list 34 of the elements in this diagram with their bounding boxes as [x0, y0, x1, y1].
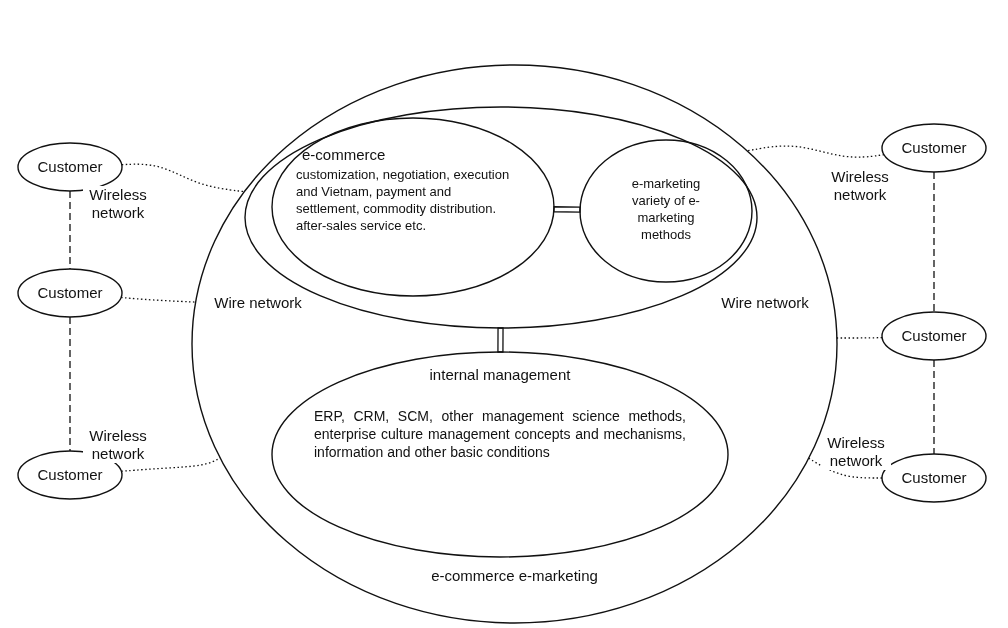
node-heading: internal management [429, 366, 571, 384]
connector-line [553, 206, 581, 213]
connector-line [120, 457, 221, 472]
connector-line [69, 316, 71, 452]
connector-line [808, 457, 883, 479]
ellipse-node [272, 118, 554, 296]
node-text: Customer [900, 469, 968, 487]
customer-ellipse [18, 269, 122, 317]
node-text: customization, negotiation, execution and Vietnam, payment and settlement, commodity distribution. after-sales service etc. [296, 166, 511, 234]
ellipse-node [272, 352, 728, 557]
customer-ellipse [882, 454, 986, 502]
node-text: Customer [36, 158, 104, 176]
edge-label: Wireless network [821, 434, 891, 470]
ellipse-region [245, 107, 757, 328]
node-text: Customer [900, 139, 968, 157]
node-text: e-marketing variety of e-marketing methods [630, 175, 702, 243]
connector-line [746, 145, 885, 158]
circle-node [580, 140, 752, 282]
customer-ellipse [882, 312, 986, 360]
connector-line [497, 327, 504, 353]
connector-line [933, 171, 935, 313]
node-text: e-commerce e-marketing [431, 567, 598, 585]
connector-line [933, 359, 935, 455]
connector-line [120, 296, 197, 303]
node-text: Customer [36, 284, 104, 302]
node-text: Customer [900, 327, 968, 345]
customer-ellipse [18, 143, 122, 191]
node-heading: e-commerce [302, 146, 387, 164]
customer-ellipse [882, 124, 986, 172]
connector-line [836, 336, 883, 339]
connector-line [121, 163, 245, 193]
node-text: Customer [36, 466, 104, 484]
connector-line [69, 190, 71, 270]
node-text: ERP, CRM, SCM, other management science methods, enterprise culture management concepts and mechanisms, information and other basic conditions [314, 407, 686, 461]
